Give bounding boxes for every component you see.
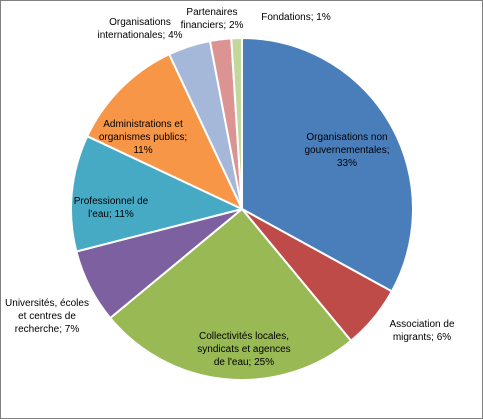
slice-label-line: gouvernementales; [304,145,389,156]
slice-label-organisations-non-gouvernementales: Organisations non gouvernementales; 33% [304,132,389,169]
slice-label-administrations-et-organismes-publics: Administrations et organismes publics; 11% [99,119,187,156]
slice-label-universites-ecoles-et-centres-de-recherche: Universités, écoles et centres de recherch… [5,298,89,335]
slice-label-line: Organisations non [306,132,387,143]
pie-slice-fondations [230,37,243,210]
slice-label-line: 33% [337,158,357,169]
slice-label-line: recherche; 7% [15,324,80,335]
slice-label-line: organismes publics; [99,132,187,143]
slice-label-collectivites-locales-syndicats-et-agences-de-l-eau: Collectivités locales, syndicats et agenc… [197,331,290,368]
slice-label-professionnel-de-l-eau: Professionnel de l'eau; 11% [74,196,149,220]
slice-label-line: 11% [133,145,152,156]
pie-slice-administrations-et-organismes-publics [86,53,243,210]
slice-label-fondations: Fondations; 1% [261,12,331,23]
slice-label-line: Fondations; 1% [261,12,331,23]
pie-slice-organisations-non-gouvernementales [241,37,415,293]
slice-label-line: Organisations [109,17,171,28]
slice-label-line: internationales; 4% [97,30,182,41]
slice-label-line: Collectivités locales, [199,331,289,342]
slice-label-line: Administrations et [103,119,183,130]
slice-label-partenaires-financiers: Partenaires financiers; 2% [181,7,244,31]
slice-label-organisations-internationales: Organisations internationales; 4% [97,17,182,41]
slice-label-line: syndicats et agences [197,344,290,355]
slice-label-line: Professionnel de [74,196,149,207]
slice-label-line: migrants; 6% [393,332,451,343]
slice-label-association-de-migrants: Association de migrants; 6% [389,319,454,343]
slice-label-line: Partenaires [186,7,237,18]
pie-slice-collectivites-locales-syndicats-et-agences-de-l-eau [109,208,352,382]
slice-label-line: Universités, écoles [5,298,89,309]
slice-label-line: et centres de [18,311,76,322]
slice-label-line: financiers; 2% [181,20,244,31]
pie-slice-professionnel-de-l-eau [69,135,243,253]
slice-label-line: de l'eau; 25% [214,357,274,368]
slice-label-line: Association de [389,319,454,330]
slice-label-line: l'eau; 11% [88,209,134,220]
